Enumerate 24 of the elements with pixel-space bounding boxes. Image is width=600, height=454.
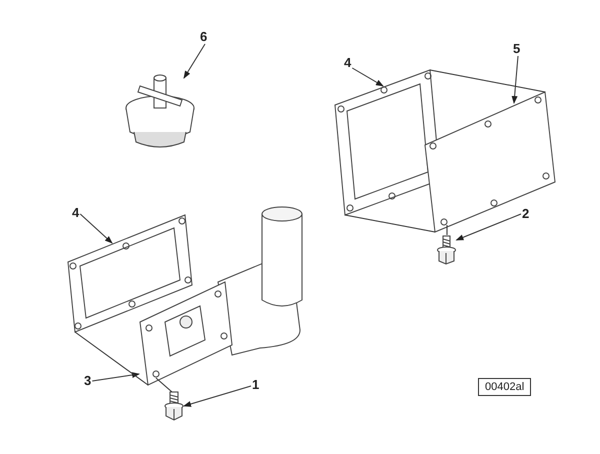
callout-number: 3 (84, 374, 92, 388)
alignment-line (446, 224, 448, 236)
leader-line (183, 44, 206, 79)
bolt-drawing (437, 236, 456, 265)
leader-line (456, 214, 522, 240)
callout-number: 2 (522, 207, 530, 221)
callout-number: 4 (72, 206, 80, 220)
callout-number: 5 (513, 42, 520, 56)
valve-drawing (126, 74, 194, 148)
bolt-drawing (164, 392, 184, 421)
callout-number: 1 (252, 378, 260, 392)
cover-plate-drawing (424, 91, 556, 233)
alignment-line (74, 332, 148, 386)
alignment-line (156, 378, 172, 392)
alignment-line (344, 214, 436, 232)
leader-line (512, 56, 518, 104)
leader-line (183, 386, 252, 407)
leader-line (92, 372, 140, 382)
leader-line (352, 68, 384, 86)
callout-number: 4 (344, 56, 352, 70)
leader-line (80, 214, 113, 244)
reference-number: 00402al (478, 378, 532, 396)
callout-number: 6 (200, 30, 208, 44)
alignment-line (430, 70, 546, 92)
